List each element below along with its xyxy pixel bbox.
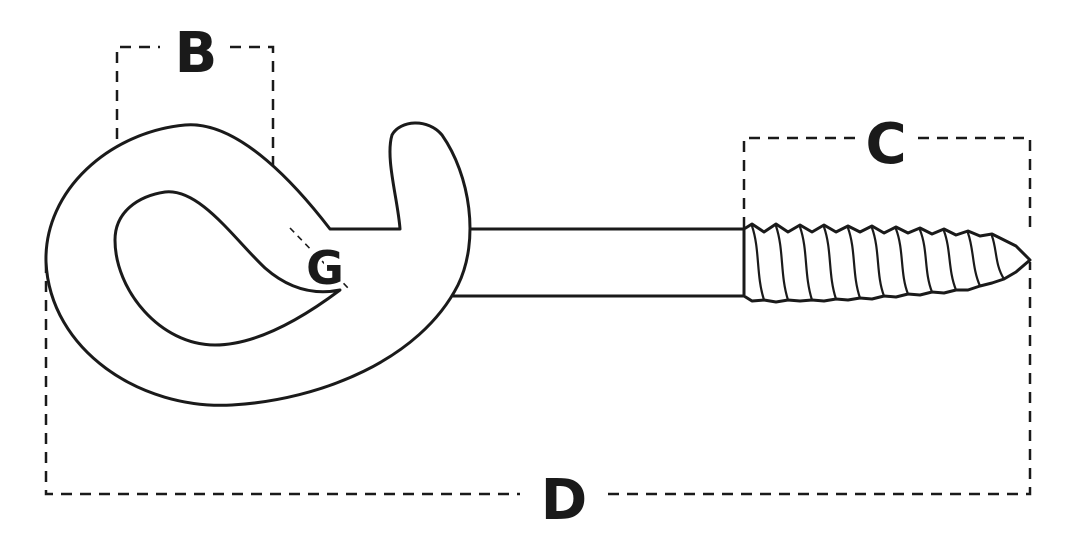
label-b: B [175, 21, 218, 86]
dimension-d: D [44, 262, 1032, 533]
dimension-g-line [289, 227, 351, 291]
thread-helix-lines [750, 224, 1006, 302]
dimension-c-bracket [742, 136, 1032, 228]
thread-profile [742, 222, 1032, 304]
dimension-c: C [742, 112, 1032, 228]
threaded-tip [742, 222, 1032, 304]
label-g: G [306, 241, 344, 295]
dimension-g: G [289, 227, 351, 298]
label-c: C [865, 112, 906, 177]
label-d: D [541, 468, 587, 533]
dimension-d-bracket [44, 262, 1032, 496]
hook-body [44, 121, 472, 407]
hook-inner-opening [113, 190, 342, 347]
